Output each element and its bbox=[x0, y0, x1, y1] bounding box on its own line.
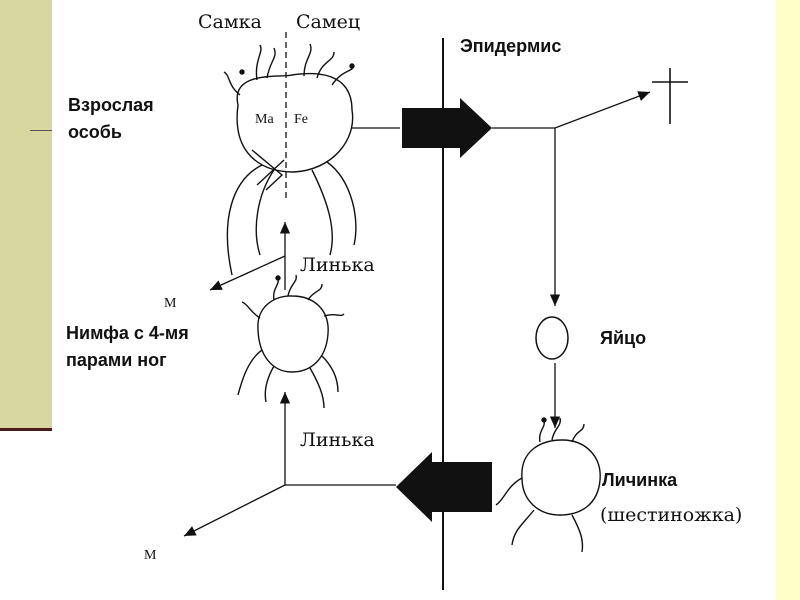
arrow-to-death bbox=[554, 91, 651, 129]
adult-mite-icon bbox=[223, 43, 357, 276]
epidermis-label: Эпидермис bbox=[460, 36, 562, 56]
nymph-label-line2: парами ног bbox=[66, 350, 167, 370]
egg-icon bbox=[535, 316, 569, 360]
frame-right-band bbox=[776, 0, 800, 600]
larva-mite-icon bbox=[495, 417, 601, 553]
m-top-label: M bbox=[164, 296, 177, 311]
bold-arrow-bottom bbox=[396, 452, 492, 522]
bold-arrow-top bbox=[402, 98, 492, 158]
fe-label: Fe bbox=[294, 112, 308, 127]
molt-bottom-label: Линька bbox=[300, 429, 375, 451]
egg-label: Яйцо bbox=[600, 328, 647, 348]
diagram-area: Самка Самец Эпидермис Взрослая особь Ma … bbox=[52, 0, 776, 600]
frame-divider-line bbox=[0, 428, 52, 431]
frame-left-bottom bbox=[0, 428, 52, 600]
larva-sublabel: (шестиножка) bbox=[600, 504, 743, 526]
molt-bottom-diagonal bbox=[183, 484, 286, 537]
molt-top-label: Линька bbox=[300, 254, 375, 276]
life-cycle-diagram bbox=[183, 32, 688, 590]
adult-label-line2: особь bbox=[68, 122, 122, 142]
cross-icon bbox=[652, 68, 688, 124]
frame-tick-line bbox=[30, 130, 52, 131]
ma-label: Ma bbox=[255, 112, 274, 127]
nymph-label-line1: Нимфа с 4-мя bbox=[66, 323, 189, 343]
adult-label-line1: Взрослая bbox=[68, 95, 154, 115]
molt-top-diagonal bbox=[209, 255, 286, 291]
male-label: Самец bbox=[296, 11, 361, 33]
m-bottom-label: M bbox=[144, 548, 157, 563]
larva-label: Личинка bbox=[602, 470, 678, 490]
nymph-mite-icon bbox=[237, 274, 345, 409]
female-label: Самка bbox=[198, 11, 262, 33]
